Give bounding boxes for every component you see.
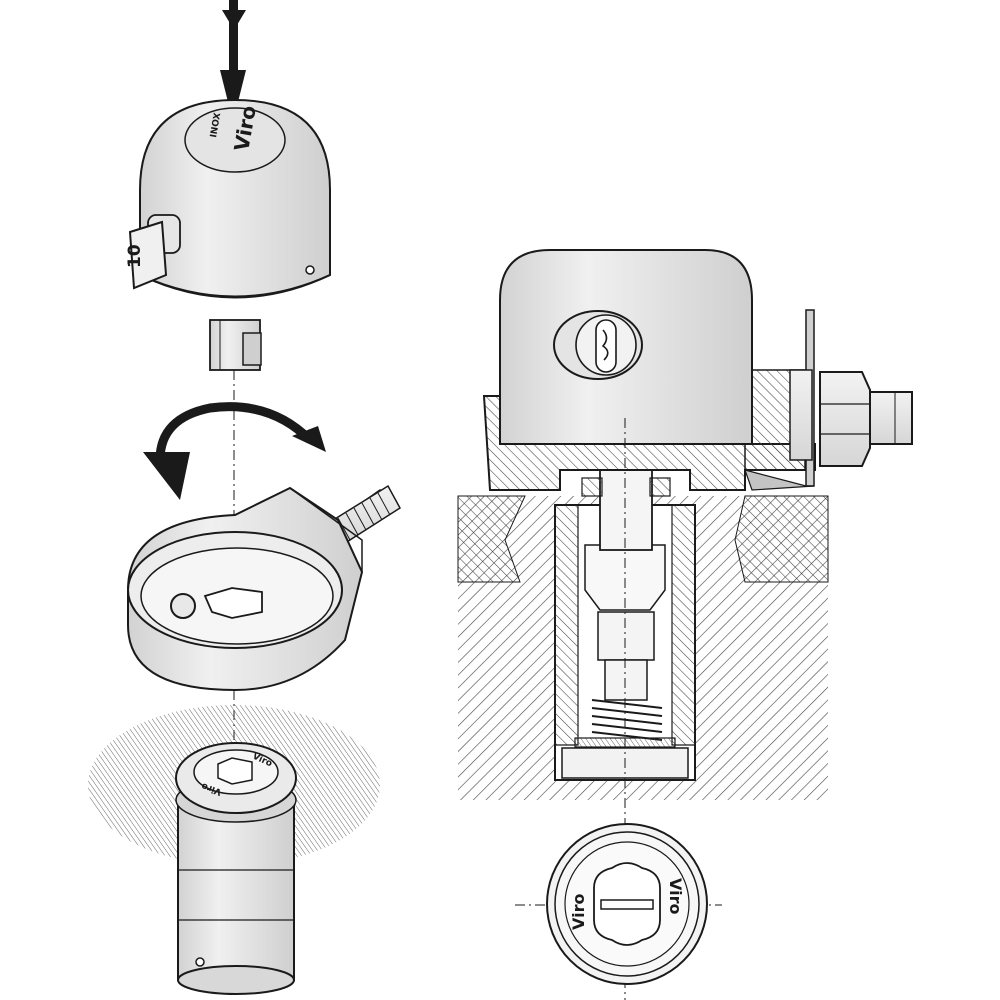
padlock-cap: Viro INOX <box>139 98 331 299</box>
padlock-housing <box>499 249 753 445</box>
receiver-ring <box>127 484 401 692</box>
top-view-brand-left: Viro <box>569 894 588 930</box>
section-shaft <box>581 469 671 551</box>
down-arrow-icon <box>220 0 246 122</box>
key: 10 <box>125 214 181 290</box>
cap-shaft <box>209 319 262 371</box>
hex-nut-bolt <box>789 369 913 467</box>
keyhole <box>553 310 643 380</box>
rotate-arrow-icon <box>143 402 326 500</box>
key-number: 10 <box>125 244 145 268</box>
top-view-brand-right: Viro <box>666 878 685 914</box>
ground-cylinder: Viro Viro <box>175 742 297 995</box>
cap-material-label: INOX <box>209 112 223 139</box>
cylinder-top-view: Viro Viro <box>515 823 722 985</box>
